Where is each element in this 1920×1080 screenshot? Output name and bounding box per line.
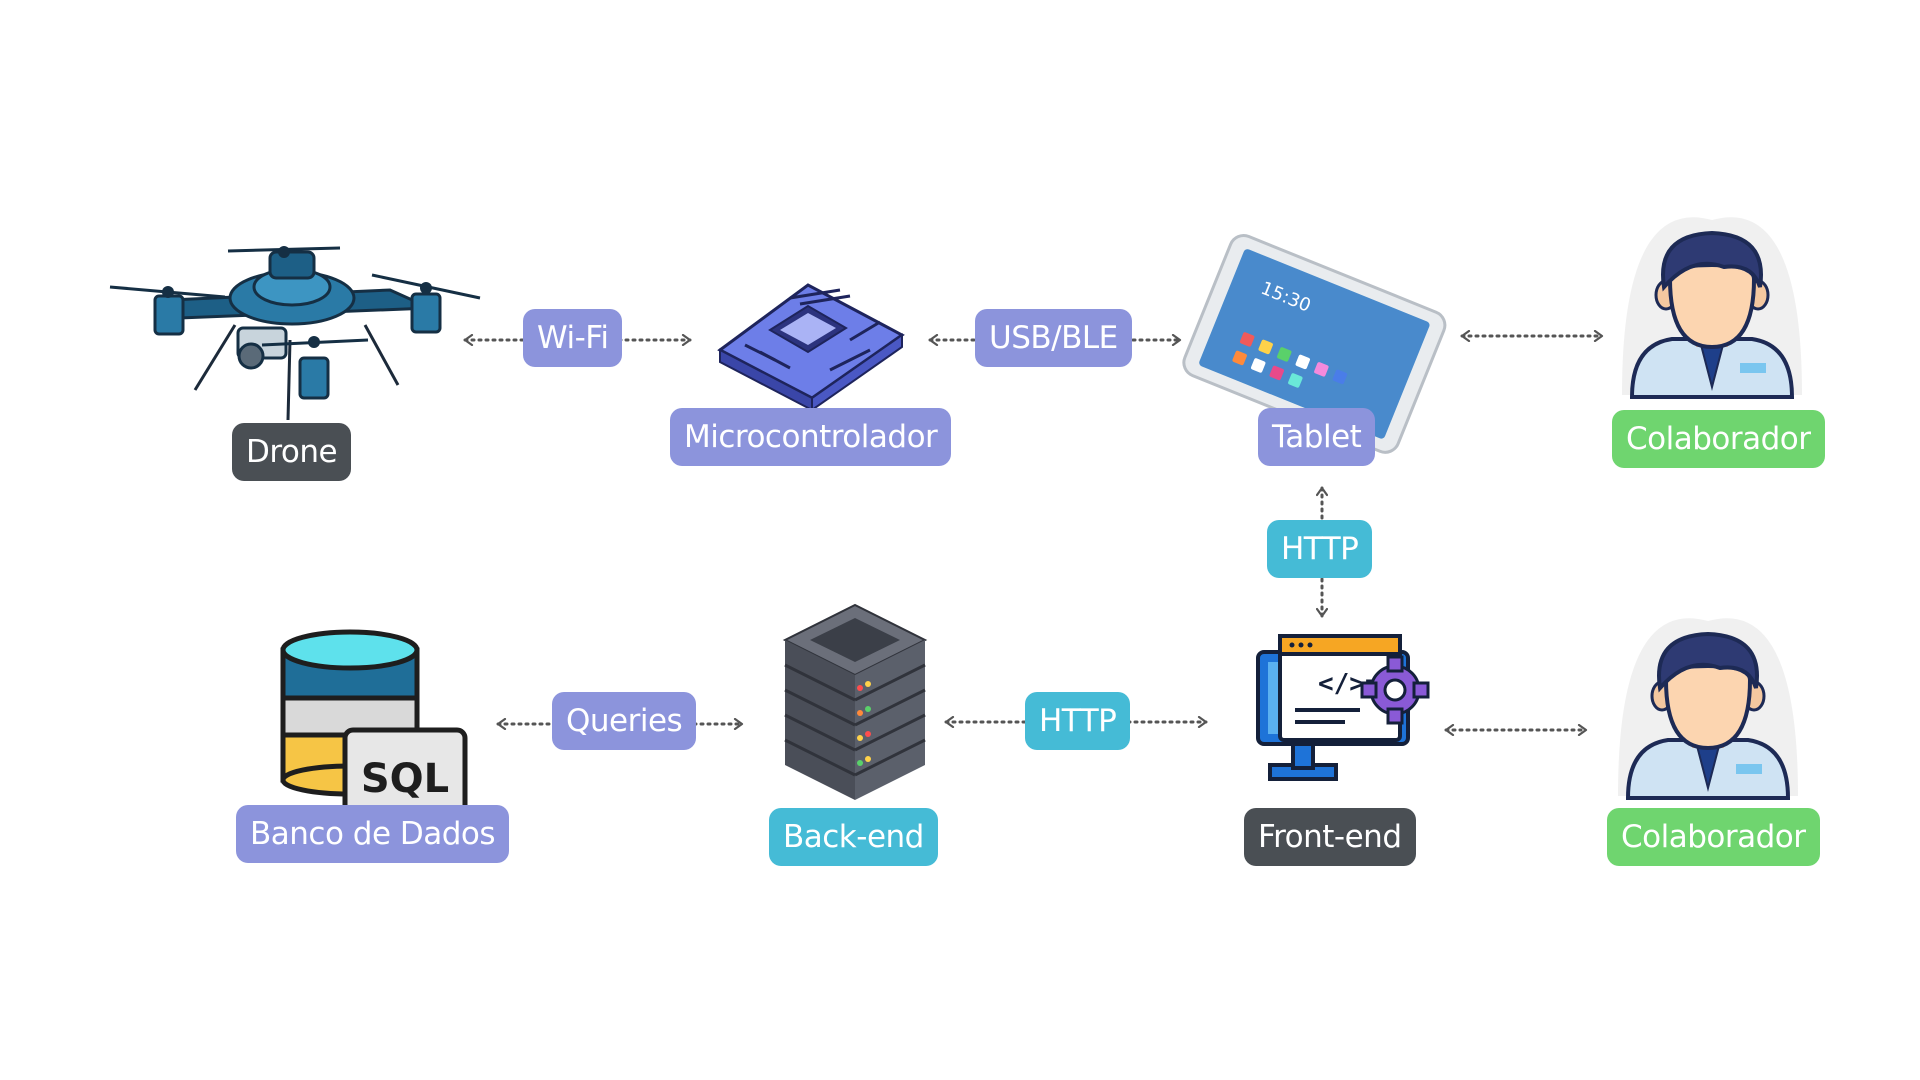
drone-label: Drone — [232, 423, 352, 481]
colaborador-top-label: Colaborador — [1612, 410, 1825, 468]
microcontroller-label: Microcontrolador — [670, 408, 952, 466]
edge-label-queries: Queries — [552, 692, 697, 750]
server-icon — [782, 603, 928, 800]
colaborador-bottom-label: Colaborador — [1607, 808, 1820, 866]
colaborador-bottom-icon — [1618, 618, 1798, 800]
edge-label-http-vertical: HTTP — [1267, 520, 1373, 578]
edge-label-http-horizontal: HTTP — [1025, 692, 1131, 750]
backend-label: Back-end — [769, 808, 938, 866]
microcontroller-icon — [717, 283, 905, 412]
edge-label-usb-ble: USB/BLE — [975, 309, 1132, 367]
database-icon: SQL — [280, 629, 468, 823]
tablet-label: Tablet — [1258, 408, 1376, 466]
edge-label-wifi: Wi-Fi — [523, 309, 623, 367]
frontend-icon: </>= — [1256, 634, 1430, 781]
database-label: Banco de Dados — [236, 805, 510, 863]
drone-icon — [109, 246, 481, 421]
tablet-icon: 15:30 — [1182, 234, 1447, 454]
frontend-label: Front-end — [1244, 808, 1416, 866]
sql-badge-text: SQL — [361, 756, 449, 802]
colaborador-top-icon — [1622, 217, 1802, 399]
